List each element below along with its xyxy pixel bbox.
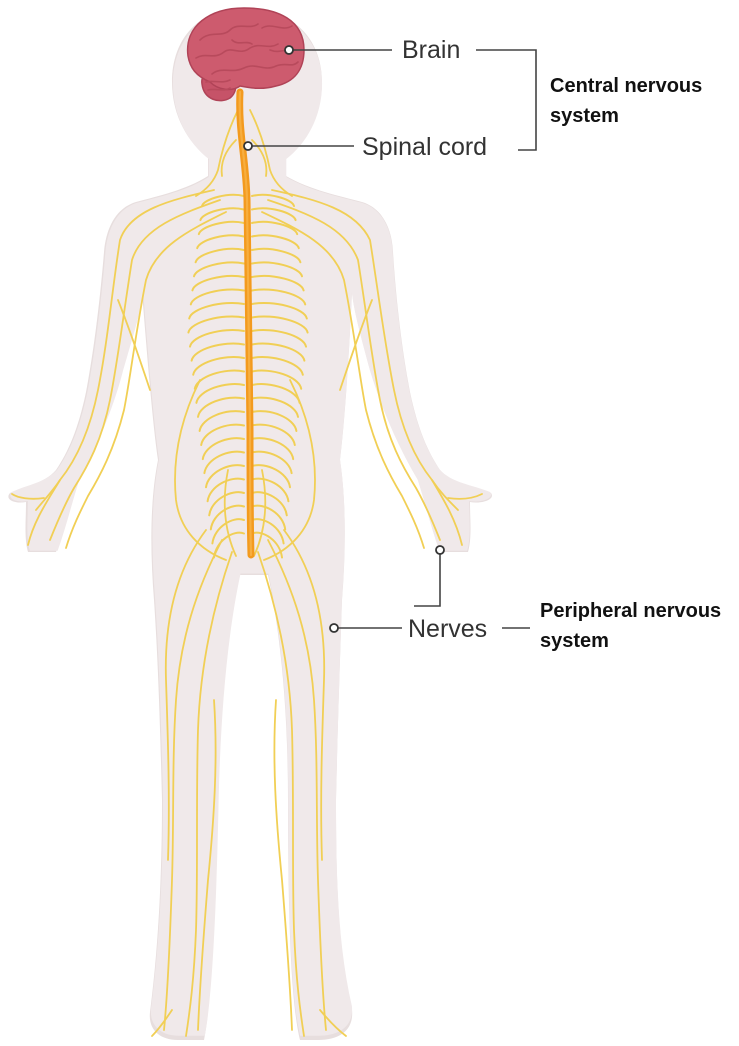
hand-nerve-leader [414,550,440,606]
hand-nerve-marker [436,546,444,554]
brain-label: Brain [402,36,460,64]
central-nervous-system-label: Central nervous system [550,75,708,127]
peripheral-nervous-system-label: Peripheral nervous system [540,600,727,652]
brain-marker [285,46,293,54]
spinal-cord-marker [244,142,252,150]
peripheral-label-line1: Peripheral nervous [540,600,721,622]
peripheral-label-line2: system [540,630,609,652]
spinal-cord-label: Spinal cord [362,133,487,161]
central-label-line2: system [550,105,619,127]
nerves-label: Nerves [408,615,487,643]
central-label-line1: Central nervous [550,75,702,97]
nerves-marker [330,624,338,632]
